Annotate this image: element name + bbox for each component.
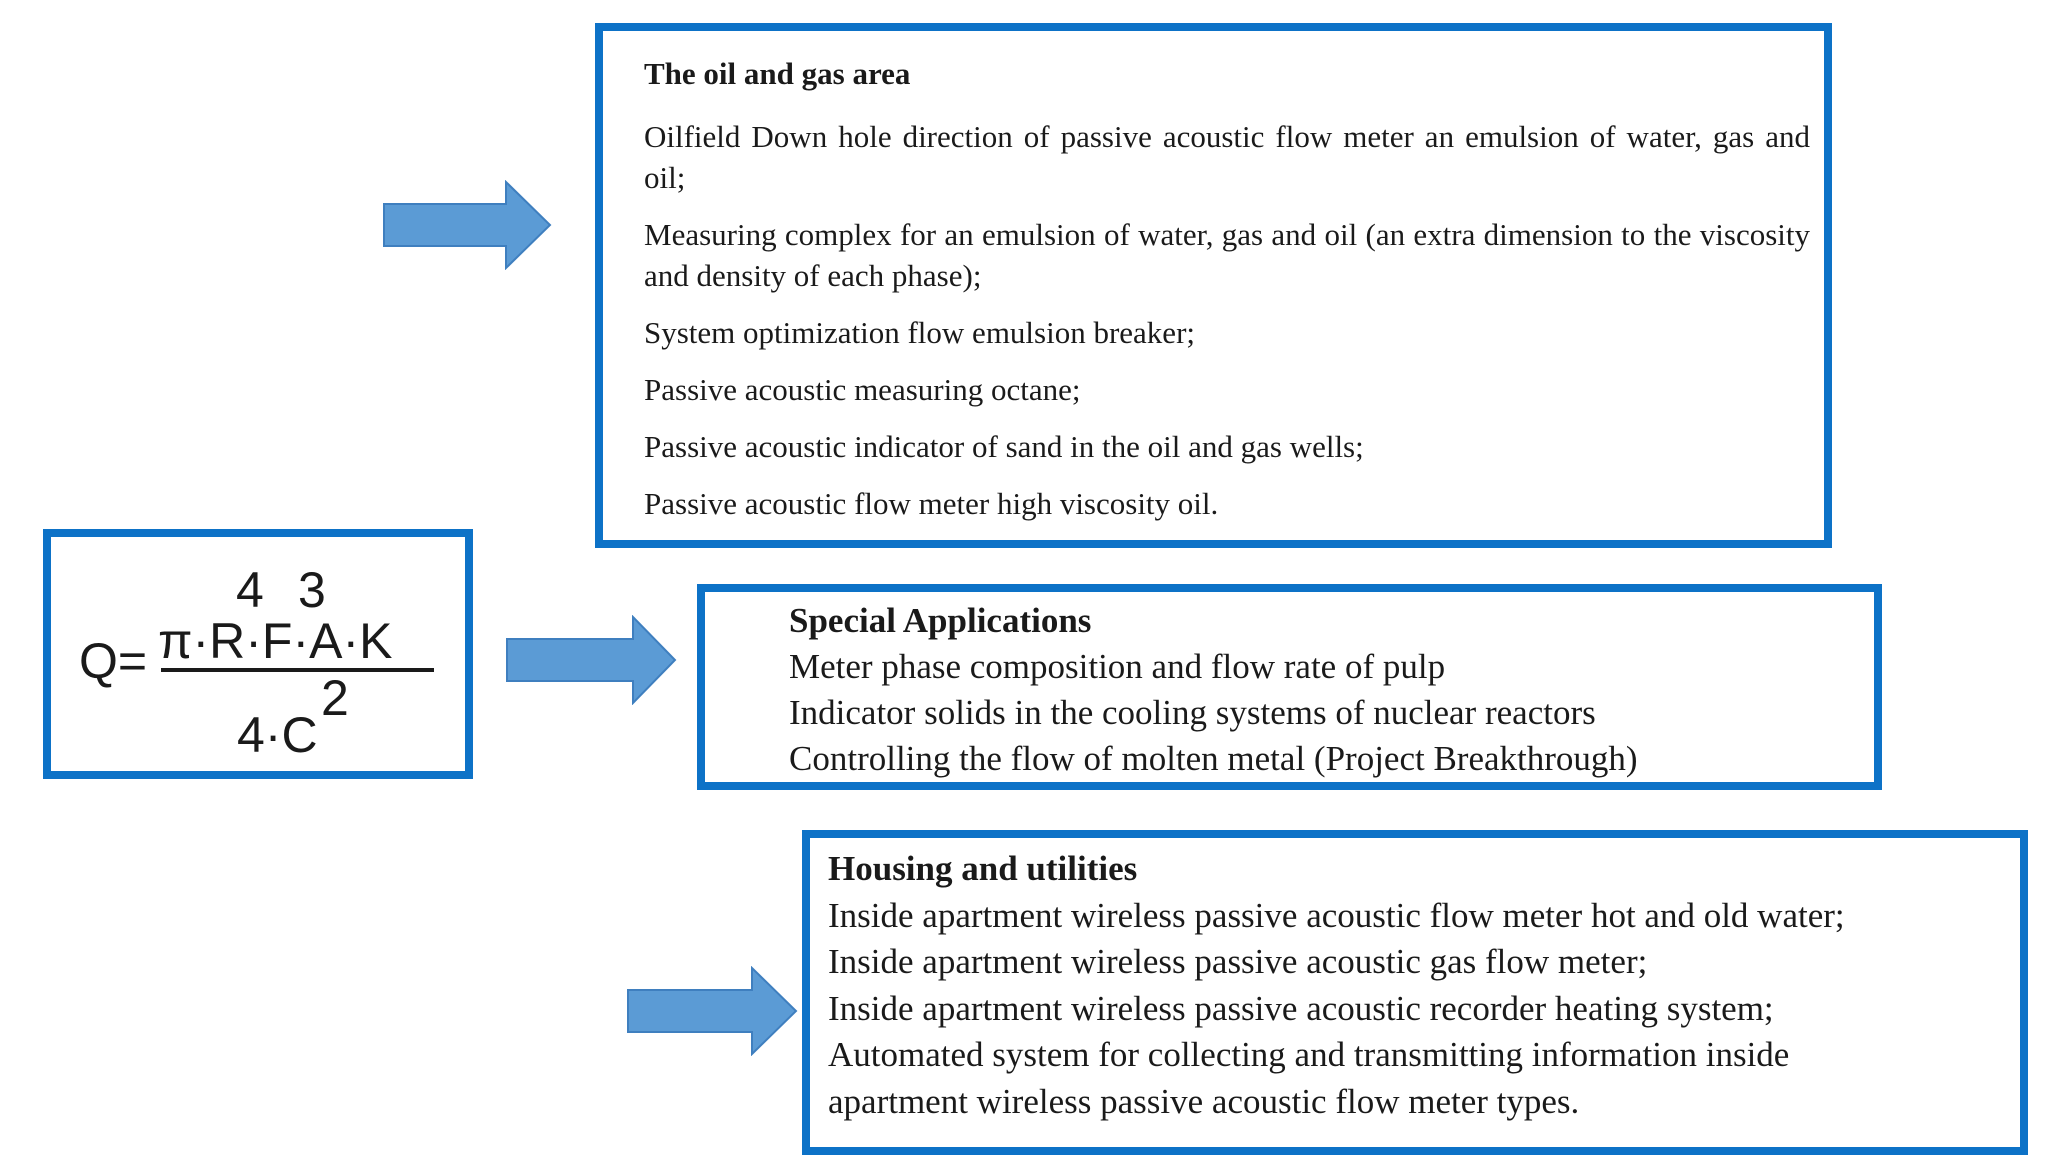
arrow-to-oil-gas xyxy=(382,180,554,270)
oil-gas-item: Measuring complex for an emulsion of wat… xyxy=(644,217,1810,294)
housing-utilities-box: Housing and utilities Inside apartment w… xyxy=(802,830,2028,1155)
special-heading: Special Applications xyxy=(789,601,1092,640)
housing-item: Automated system for collecting and tran… xyxy=(828,1035,1790,1074)
arrow-to-special xyxy=(505,615,677,705)
formula-exp-r: 4 xyxy=(236,562,264,618)
oil-gas-item: Passive acoustic indicator of sand in th… xyxy=(644,429,1364,465)
special-item: Controlling the flow of molten metal (Pr… xyxy=(789,739,1638,778)
oil-gas-box: The oil and gas area Oilfield Down hole … xyxy=(595,23,1832,548)
housing-item: Inside apartment wireless passive acoust… xyxy=(828,988,1774,1028)
special-applications-box: Special Applications Meter phase composi… xyxy=(697,584,1882,790)
formula-exp-c: 2 xyxy=(321,670,349,726)
formula-box: Q= π·R·F·A·K 4 3 4·C 2 xyxy=(43,529,473,779)
formula-numerator: π·R·F·A·K xyxy=(158,613,392,669)
housing-heading: Housing and utilities xyxy=(828,849,1138,888)
arrow-to-housing xyxy=(626,966,798,1056)
special-item: Indicator solids in the cooling systems … xyxy=(789,693,1596,732)
formula-exp-f: 3 xyxy=(298,562,326,618)
special-item: Meter phase composition and flow rate of… xyxy=(789,647,1446,686)
housing-item: apartment wireless passive acoustic flow… xyxy=(828,1081,1580,1121)
housing-item: Inside apartment wireless passive acoust… xyxy=(828,895,1845,935)
oil-gas-item: Passive acoustic measuring octane; xyxy=(644,372,1081,408)
formula-graphic: Q= π·R·F·A·K 4 3 4·C 2 xyxy=(79,562,434,763)
oil-gas-item: Passive acoustic flow meter high viscosi… xyxy=(644,486,1219,522)
oil-gas-item: System optimization flow emulsion breake… xyxy=(644,315,1196,351)
formula-denominator: 4·C xyxy=(237,707,318,763)
formula-lhs: Q= xyxy=(79,633,147,689)
housing-item: Inside apartment wireless passive acoust… xyxy=(828,942,1648,981)
oil-gas-item: Oilfield Down hole direction of passive … xyxy=(644,119,1810,196)
oil-gas-heading: The oil and gas area xyxy=(644,56,911,91)
